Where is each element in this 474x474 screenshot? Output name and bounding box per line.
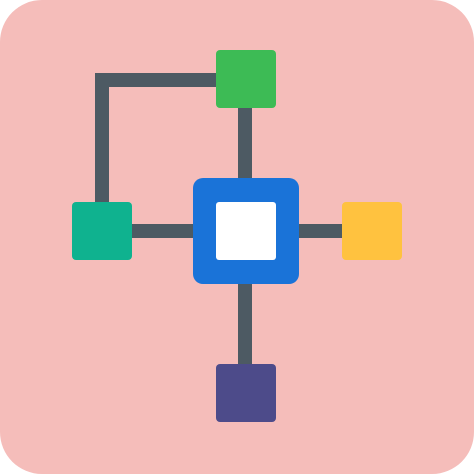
- center-hub-window: [216, 202, 276, 260]
- connectors: [95, 73, 345, 366]
- top-node: [216, 50, 276, 108]
- bottom-node: [216, 364, 276, 422]
- left-node: [72, 202, 132, 260]
- right-node: [342, 202, 402, 260]
